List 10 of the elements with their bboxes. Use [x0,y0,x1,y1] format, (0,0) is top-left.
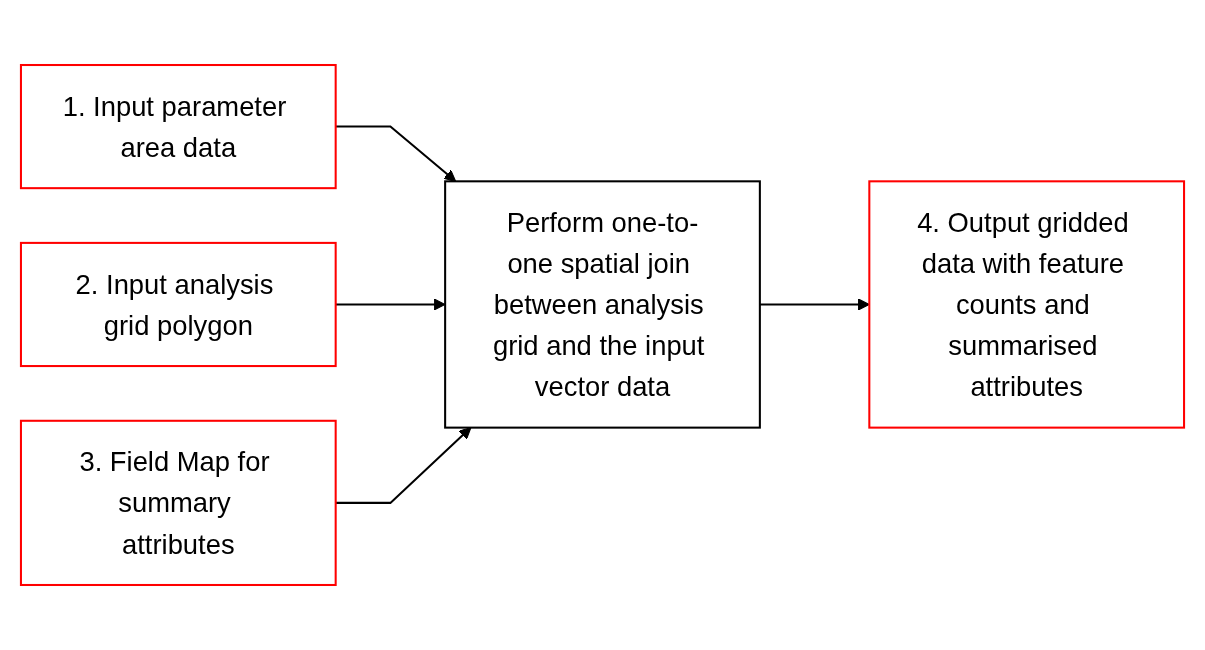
node-box [19,241,337,368]
node-box [868,180,1186,429]
node-box [444,180,761,429]
node-box [19,64,337,190]
flowchart: 1. Input parameter area data 2. Input analysis grid polygon 3. Field Map for summary attributes Perform one-to-one spatial join between analysis grid and the input vector data 4. Output gridded data with feature counts and summarised attributes [10,10,1195,640]
arrow [335,298,446,311]
arrow [335,427,472,504]
arrow [335,125,457,182]
node-box [19,419,337,586]
arrow [759,298,870,311]
